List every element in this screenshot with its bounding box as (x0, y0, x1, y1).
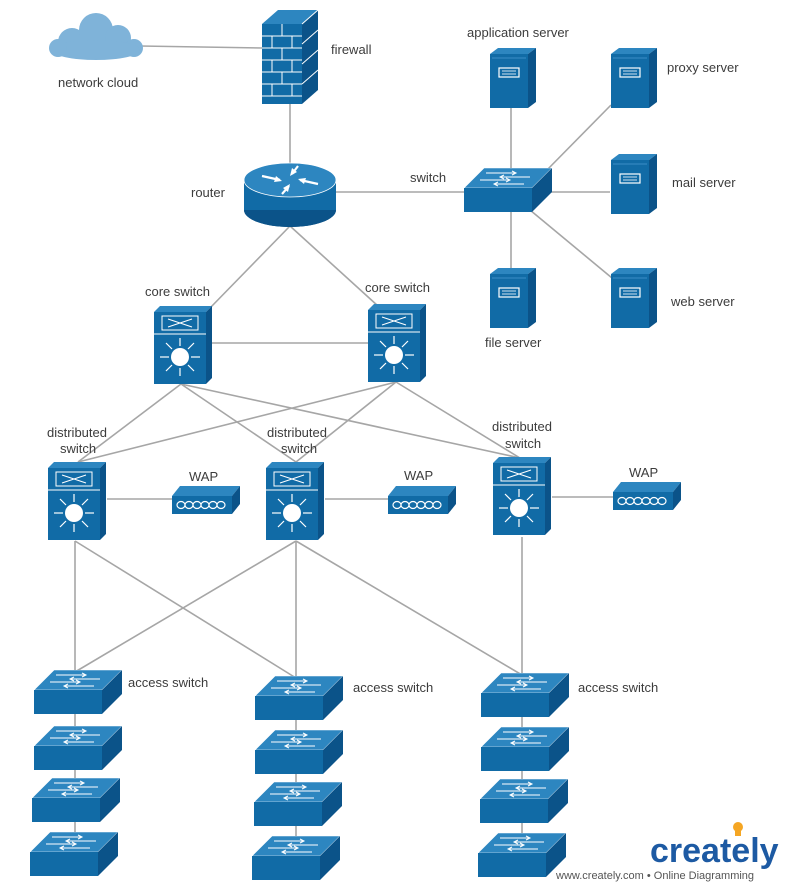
router-icon (243, 162, 337, 227)
core-switch-1-icon (154, 306, 212, 384)
access-switch-2a-icon (255, 676, 343, 720)
distributed-switch-1-label-line1: distributed (47, 425, 107, 440)
access-switch-1a-icon (34, 670, 122, 714)
application-server-label: application server (467, 25, 570, 40)
distributed-switch-3-label-line2: switch (505, 436, 541, 451)
core-switch-1-label: core switch (145, 284, 210, 299)
application-server-icon (490, 48, 536, 108)
creately-logo-text: creately (650, 832, 779, 870)
firewall-icon (262, 9, 319, 104)
network-cloud-label: network cloud (58, 75, 138, 90)
web-server-icon (611, 268, 657, 328)
access-switch-2c-icon (254, 782, 342, 826)
server-switch-icon (464, 168, 552, 212)
firewall-label: firewall (331, 42, 372, 57)
mail-server-icon (611, 154, 657, 214)
router-label: router (191, 185, 226, 200)
access-switch-2b-icon (255, 730, 343, 774)
distributed-switch-2-icon (266, 461, 324, 541)
access-stack-3 (478, 673, 569, 877)
wap-2-label: WAP (404, 468, 433, 483)
distributed-switch-1-label-line2: switch (60, 441, 96, 456)
web-server-label: web server (670, 294, 735, 309)
wap-3-label: WAP (629, 465, 658, 480)
lightbulb-icon (733, 822, 743, 836)
network-cloud-icon (49, 13, 143, 60)
access-stack-1 (30, 670, 122, 876)
distributed-switch-2-label-line2: switch (281, 441, 317, 456)
core-switch-2-label: core switch (365, 280, 430, 295)
access-switch-3-label: access switch (578, 680, 658, 695)
access-switch-3c-icon (480, 779, 568, 823)
access-switch-1c-icon (32, 778, 120, 822)
access-switch-3a-icon (481, 673, 569, 717)
access-switch-2-label: access switch (353, 680, 433, 695)
access-switch-3d-icon (478, 833, 566, 877)
access-switch-2d-icon (252, 836, 340, 880)
distributed-switch-3-icon (493, 456, 551, 536)
distributed-switch-2-label-line1: distributed (267, 425, 327, 440)
wap-1-label: WAP (189, 469, 218, 484)
creately-logo: creately (650, 822, 779, 870)
proxy-server-icon (611, 48, 657, 108)
wap-2-icon (388, 486, 456, 514)
footer-text: www.creately.com • Online Diagramming (555, 870, 754, 882)
proxy-server-label: proxy server (667, 60, 739, 75)
access-switch-3b-icon (481, 727, 569, 771)
file-server-icon (490, 268, 536, 328)
server-switch-label: switch (410, 170, 446, 185)
file-server-label: file server (485, 335, 542, 350)
wap-3-icon (613, 482, 681, 510)
access-switch-1-label: access switch (128, 675, 208, 690)
wap-1-icon (172, 486, 240, 514)
access-switch-1b-icon (34, 726, 122, 770)
access-stack-2 (252, 676, 343, 880)
core-switch-2-icon (368, 304, 426, 382)
distributed-switch-3-label-line1: distributed (492, 419, 552, 434)
access-switch-1d-icon (30, 832, 118, 876)
distributed-switch-1-icon (48, 461, 106, 541)
mail-server-label: mail server (672, 175, 736, 190)
